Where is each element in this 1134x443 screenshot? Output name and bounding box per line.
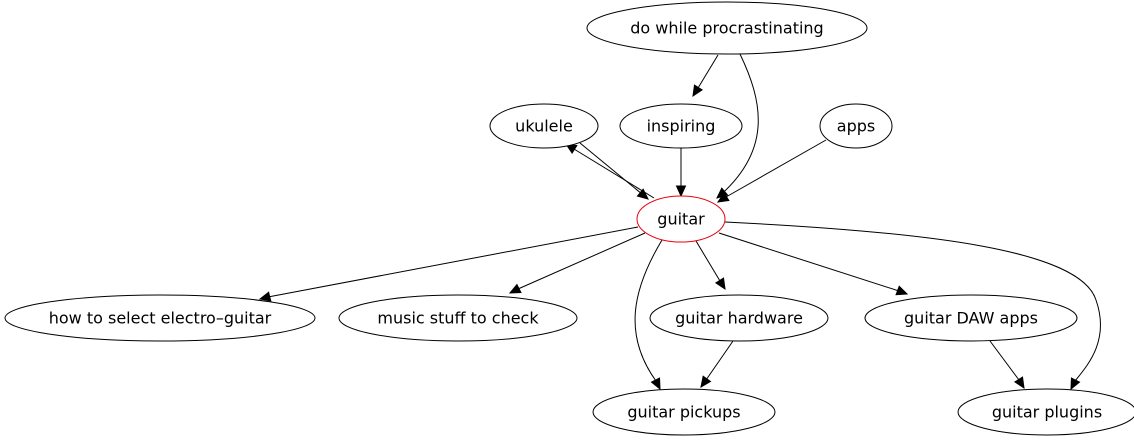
node-label-guitar: guitar xyxy=(657,210,705,229)
edge-line-guitar-to-electro xyxy=(259,226,639,300)
node-ellipse-guitar[interactable] xyxy=(636,195,726,243)
node-label-plugins: guitar plugins xyxy=(992,403,1102,422)
edge-line-ukulele-to-guitar xyxy=(579,142,649,200)
node-ellipse-apps[interactable] xyxy=(819,103,893,149)
node-label-inspiring: inspiring xyxy=(647,117,716,136)
node-pickups[interactable]: guitar pickups xyxy=(592,388,776,436)
node-label-procrastinating: do while procrastinating xyxy=(630,19,823,38)
edge-line-procrastinating-to-guitar xyxy=(716,53,759,199)
node-ellipse-daw[interactable] xyxy=(864,294,1078,342)
node-label-pickups: guitar pickups xyxy=(627,403,740,422)
node-inspiring[interactable]: inspiring xyxy=(619,103,743,149)
arrowhead-guitar-to-plugins xyxy=(1070,377,1081,391)
node-label-ukulele: ukulele xyxy=(515,117,573,136)
node-label-daw: guitar DAW apps xyxy=(904,309,1038,328)
node-label-electro: how to select electro–guitar xyxy=(49,309,272,328)
edge-guitar-to-daw xyxy=(718,232,909,296)
arrowhead-guitar-to-daw xyxy=(895,285,909,296)
edge-guitar-to-plugins xyxy=(724,221,1101,391)
node-apps[interactable]: apps xyxy=(819,103,893,149)
node-ellipse-hardware[interactable] xyxy=(649,294,829,342)
edge-line-guitar-to-ukulele xyxy=(565,143,655,199)
nodes-layer: do while procrastinating ukulele inspiring… xyxy=(4,1,1134,436)
edge-line-guitar-to-music xyxy=(509,232,646,294)
edge-line-guitar-to-daw xyxy=(718,232,908,295)
edge-hardware-to-pickups xyxy=(700,340,734,388)
node-ellipse-procrastinating[interactable] xyxy=(586,1,868,55)
edge-guitar-to-ukulele xyxy=(564,143,655,199)
edge-ukulele-to-guitar xyxy=(579,142,649,200)
node-ellipse-music[interactable] xyxy=(338,294,578,342)
arrowhead-ukulele-to-guitar xyxy=(636,188,649,200)
node-label-apps: apps xyxy=(837,117,875,136)
arrowhead-guitar-to-hardware xyxy=(714,277,726,291)
edge-procrastinating-to-inspiring xyxy=(692,54,719,98)
arrowhead-guitar-to-music xyxy=(508,283,522,294)
node-ellipse-ukulele[interactable] xyxy=(489,103,599,149)
edge-guitar-to-hardware xyxy=(695,240,726,291)
arrowhead-guitar-to-pickups xyxy=(650,377,661,391)
node-ellipse-pickups[interactable] xyxy=(592,388,776,436)
node-daw[interactable]: guitar DAW apps xyxy=(864,294,1078,342)
node-ellipse-electro[interactable] xyxy=(4,294,316,342)
edge-guitar-to-music xyxy=(508,232,646,294)
node-ellipse-inspiring[interactable] xyxy=(619,103,743,149)
edge-guitar-to-electro xyxy=(258,226,639,302)
arrowhead-hardware-to-pickups xyxy=(700,375,712,388)
edge-inspiring-to-guitar xyxy=(675,148,687,198)
edge-line-apps-to-guitar xyxy=(717,139,827,203)
edge-apps-to-guitar xyxy=(716,139,827,203)
node-guitar[interactable]: guitar xyxy=(636,195,726,243)
node-electro[interactable]: how to select electro–guitar xyxy=(4,294,316,342)
arrowhead-daw-to-plugins xyxy=(1013,376,1025,390)
arrowhead-procrastinating-to-inspiring xyxy=(692,84,704,98)
arrowhead-guitar-to-electro xyxy=(258,291,272,302)
edge-line-guitar-to-pickups xyxy=(634,239,663,390)
node-procrastinating[interactable]: do while procrastinating xyxy=(586,1,868,55)
node-ukulele[interactable]: ukulele xyxy=(489,103,599,149)
node-ellipse-plugins[interactable] xyxy=(957,388,1134,436)
arrowhead-apps-to-guitar xyxy=(716,191,730,203)
node-hardware[interactable]: guitar hardware xyxy=(649,294,829,342)
edge-daw-to-plugins xyxy=(989,340,1025,390)
node-music[interactable]: music stuff to check xyxy=(338,294,578,342)
node-label-hardware: guitar hardware xyxy=(675,309,803,328)
arrowhead-inspiring-to-guitar xyxy=(675,185,687,198)
edge-guitar-to-pickups xyxy=(634,239,663,391)
node-label-music: music stuff to check xyxy=(377,309,539,328)
node-plugins[interactable]: guitar plugins xyxy=(957,388,1134,436)
edge-line-guitar-to-plugins xyxy=(724,221,1101,390)
